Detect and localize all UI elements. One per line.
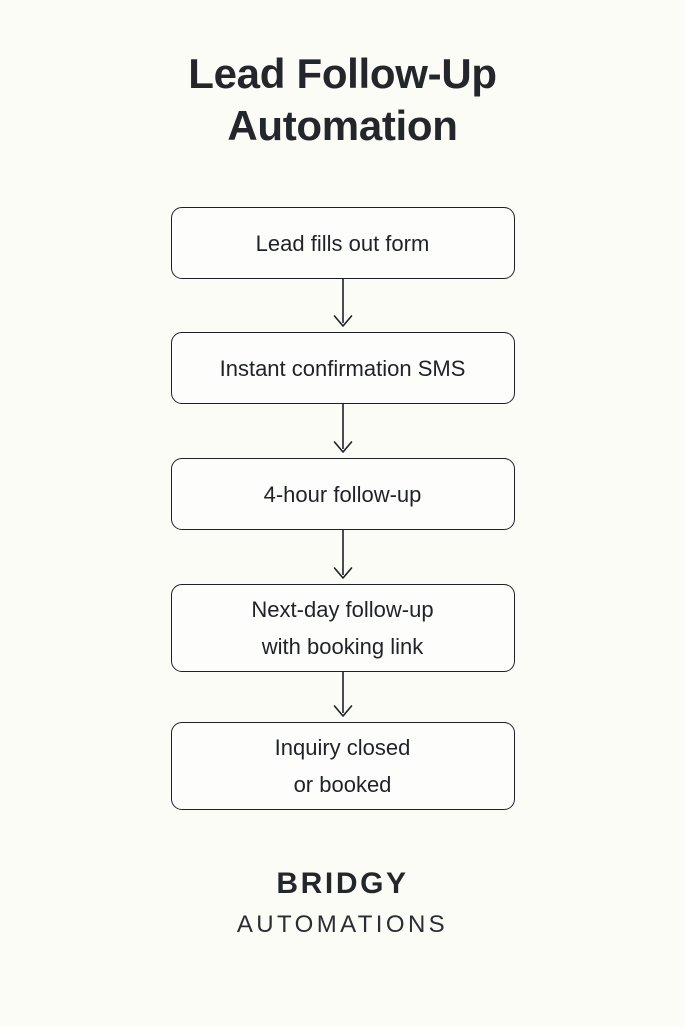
- flow-node-label: Lead fills out form: [255, 230, 430, 256]
- arrow-down-icon: [333, 404, 352, 453]
- flowchart: Lead fills out form Instant confirmation…: [170, 207, 515, 811]
- flow-node-label: 4-hour follow-up: [263, 481, 422, 507]
- flow-arrow-1: [331, 279, 355, 332]
- flow-arrow-4: [331, 672, 355, 722]
- flow-node-inquiry-closed-or-booked: Inquiry closed or booked: [170, 722, 515, 811]
- arrow-down-icon: [333, 672, 352, 717]
- brand-name: BRIDGY: [276, 867, 409, 900]
- flow-arrow-2: [331, 404, 355, 458]
- page-title: Lead Follow-Up Automation: [188, 50, 497, 149]
- flow-node-label: Next-day follow-up with booking link: [251, 597, 434, 660]
- flow-node-lead-fills-out-form: Lead fills out form: [170, 207, 515, 280]
- flow-node-next-day-follow-up: Next-day follow-up with booking link: [170, 584, 515, 673]
- flow-node-instant-confirmation-sms: Instant confirmation SMS: [170, 332, 515, 405]
- flow-node-label: Inquiry closed or booked: [274, 735, 411, 798]
- flow-node-4-hour-follow-up: 4-hour follow-up: [170, 458, 515, 531]
- arrow-down-icon: [333, 279, 352, 327]
- flow-node-label: Instant confirmation SMS: [219, 355, 466, 381]
- flow-arrow-3: [331, 530, 355, 584]
- arrow-down-icon: [333, 530, 352, 579]
- brand-footer: BRIDGY AUTOMATIONS: [0, 866, 685, 939]
- brand-subtitle: AUTOMATIONS: [236, 911, 449, 938]
